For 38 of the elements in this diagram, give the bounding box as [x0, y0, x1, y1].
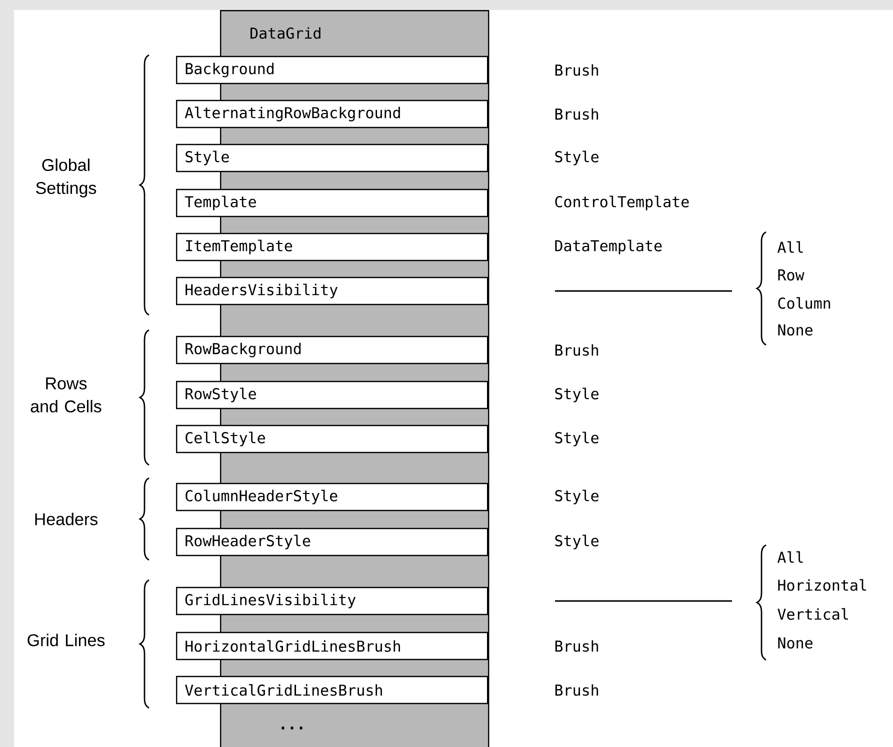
- property-box: ColumnHeaderStyle: [176, 482, 488, 512]
- property-box: CellStyle: [176, 424, 488, 454]
- property-box: HorizontalGridLinesBrush: [176, 632, 488, 660]
- property-box: RowBackground: [176, 336, 488, 364]
- type-label: DataTemplate: [555, 240, 662, 254]
- type-label: Brush: [555, 344, 598, 356]
- group-label: Headers: [35, 512, 98, 526]
- value-label: Vertical: [778, 608, 848, 620]
- property-box: AlternatingRowBackground: [176, 100, 488, 128]
- property-box: HeadersVisibility: [176, 276, 488, 306]
- type-label: Brush: [555, 108, 598, 120]
- property-box: ItemTemplate: [176, 232, 488, 262]
- type-label: Style: [555, 150, 598, 166]
- value-label: Column: [778, 297, 830, 309]
- property-box: VerticalGridLinesBrush: [176, 676, 488, 704]
- type-label: Style: [555, 388, 598, 402]
- property-box: Style: [176, 144, 488, 172]
- value-label: All: [777, 241, 803, 253]
- value-label: None: [778, 324, 812, 336]
- property-box: RowStyle: [176, 380, 488, 410]
- property-box: GridLinesVisibility: [176, 586, 488, 616]
- type-label: Brush: [555, 64, 598, 76]
- type-label: Style: [555, 534, 598, 550]
- type-label: Brush: [555, 684, 598, 696]
- group-label: Grid Lines: [28, 634, 105, 646]
- group-label: Global Settings: [36, 158, 96, 198]
- property-box: Template: [176, 188, 488, 218]
- value-label: All: [777, 551, 803, 563]
- value-label: None: [778, 637, 812, 649]
- value-label: Horizontal: [778, 579, 866, 591]
- property-box: RowHeaderStyle: [176, 528, 488, 556]
- value-label: Row: [778, 269, 804, 281]
- group-label: Rows and Cells: [30, 378, 102, 412]
- property-box: Background: [176, 56, 488, 84]
- type-label: ControlTemplate: [555, 196, 689, 210]
- type-label: Style: [555, 490, 598, 504]
- type-label: Brush: [555, 640, 598, 652]
- type-label: Style: [555, 432, 598, 446]
